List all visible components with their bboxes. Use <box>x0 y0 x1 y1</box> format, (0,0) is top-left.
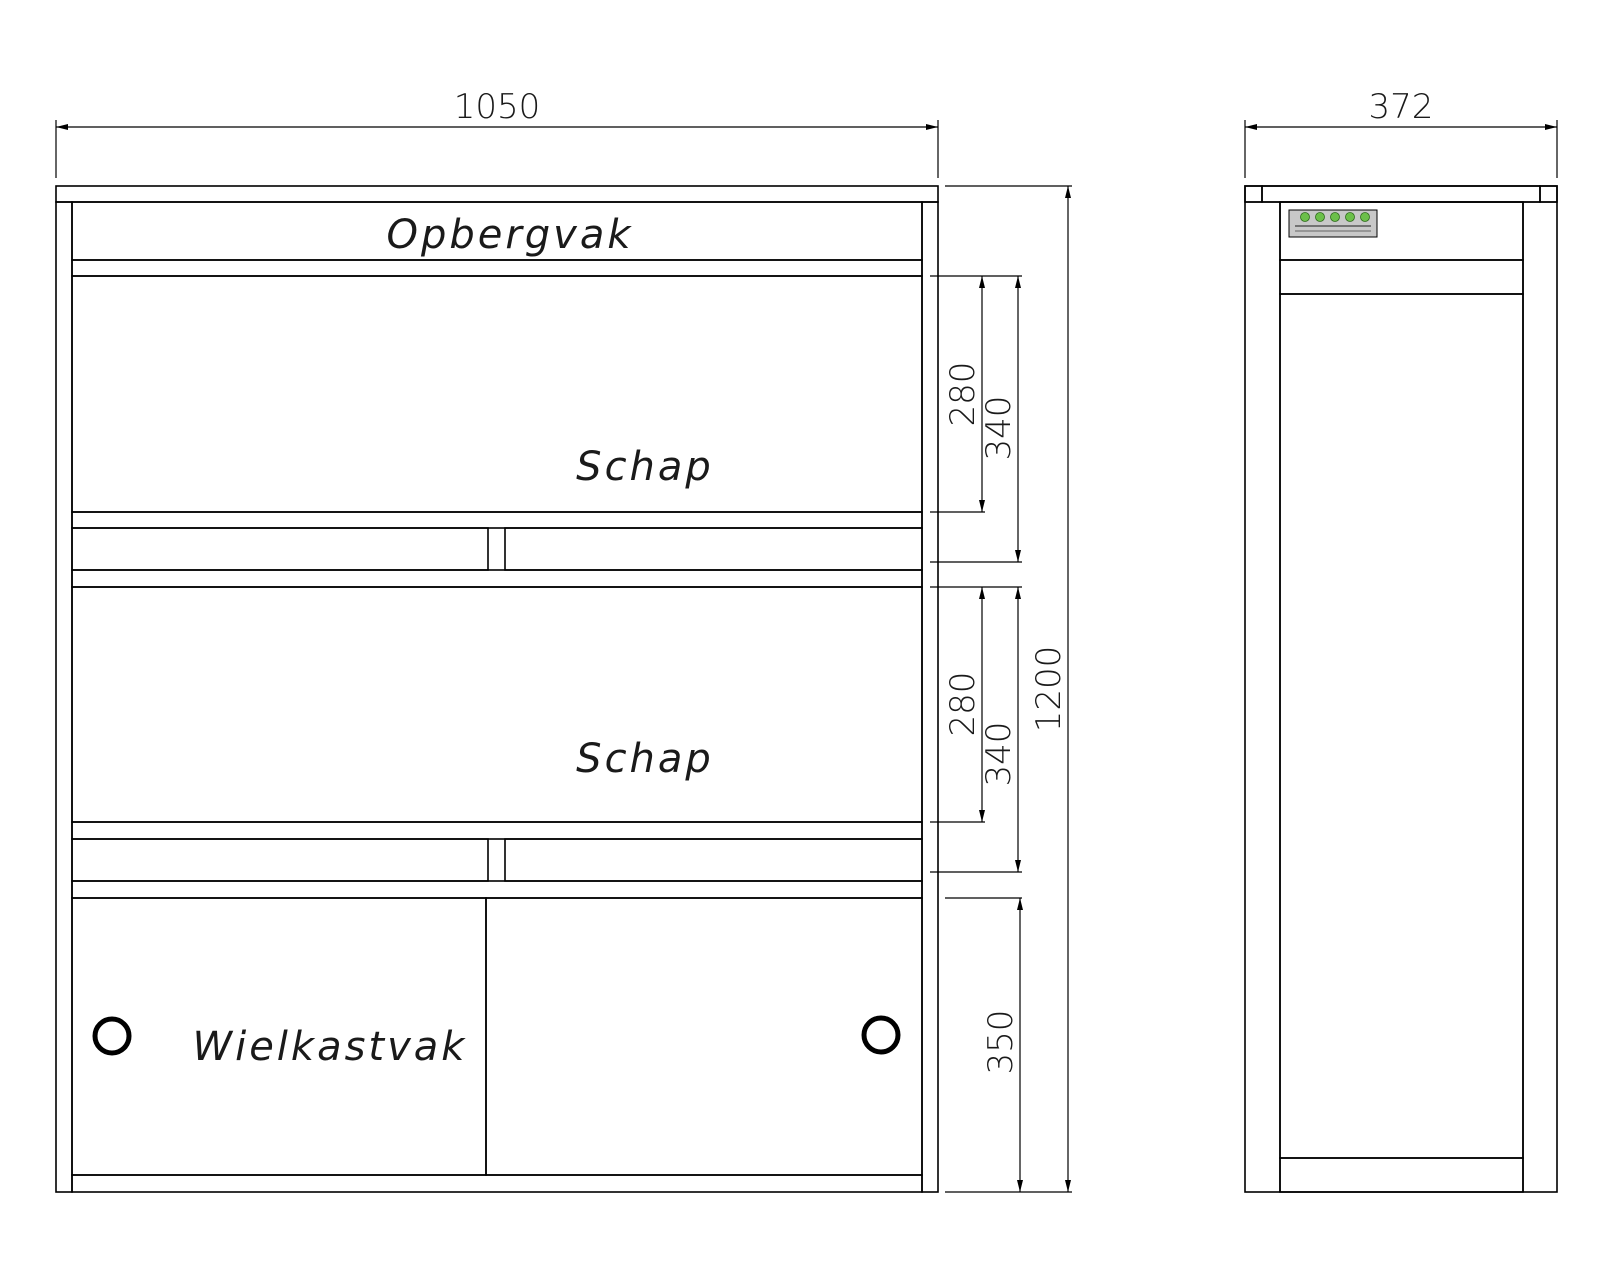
drawer-2-right <box>504 838 923 882</box>
side-width-label: 372 <box>1369 87 1434 127</box>
company-logo-icon <box>1288 209 1378 238</box>
divider-board-3 <box>71 880 923 899</box>
side-outline <box>1244 185 1558 1193</box>
drawer-1-left <box>71 527 489 571</box>
front-height-label: 1200 <box>1029 646 1069 733</box>
shelf-2-inner-dim: 280 <box>943 672 983 737</box>
shelf-1-inner-dim: 280 <box>943 362 983 427</box>
front-width-dimension: 1050 <box>55 87 939 178</box>
shelf-1-panel <box>71 275 923 513</box>
shelf-2-board <box>71 821 923 840</box>
side-bottom-board <box>1279 1157 1524 1193</box>
wheel-compartment-label: Wielkastvak <box>193 1024 468 1070</box>
circle-handle-icon <box>861 1015 901 1055</box>
side-width-dimension: 372 <box>1244 87 1558 178</box>
side-divider-board <box>1279 259 1524 295</box>
drawer-1-right <box>504 527 923 571</box>
circle-handle-icon <box>92 1016 132 1056</box>
shelf-2-panel <box>71 586 923 823</box>
wheel-compartment-right-door <box>485 897 923 1176</box>
shelf-2-label: Schap <box>576 736 714 782</box>
right-side-panel <box>921 201 939 1193</box>
shelf-1-outer-dim: 340 <box>979 396 1019 461</box>
shelf-1-board <box>71 511 923 529</box>
side-top-left-block <box>1244 185 1263 203</box>
top-board <box>55 185 939 203</box>
bottom-board <box>71 1174 923 1193</box>
divider-board-1 <box>71 259 923 277</box>
shelf-1-label: Schap <box>576 444 714 490</box>
front-height-dimensions: 280 340 280 340 350 1200 <box>930 185 1072 1193</box>
front-width-label: 1050 <box>454 87 541 127</box>
front-view: 1050 Opbergvak Schap Schap Wielkastvak <box>55 87 939 1193</box>
shelf-2-outer-dim: 340 <box>979 722 1019 787</box>
side-main-panel <box>1279 293 1524 1159</box>
side-view: 372 <box>1244 87 1558 1193</box>
divider-board-2 <box>71 569 923 588</box>
bottom-compartment-dim: 350 <box>981 1010 1021 1075</box>
side-top-right-block <box>1539 185 1558 203</box>
drawer-2-left <box>71 838 489 882</box>
storage-compartment-label: Opbergvak <box>386 212 633 258</box>
side-top-rail <box>1261 185 1541 203</box>
left-side-panel <box>55 201 73 1193</box>
